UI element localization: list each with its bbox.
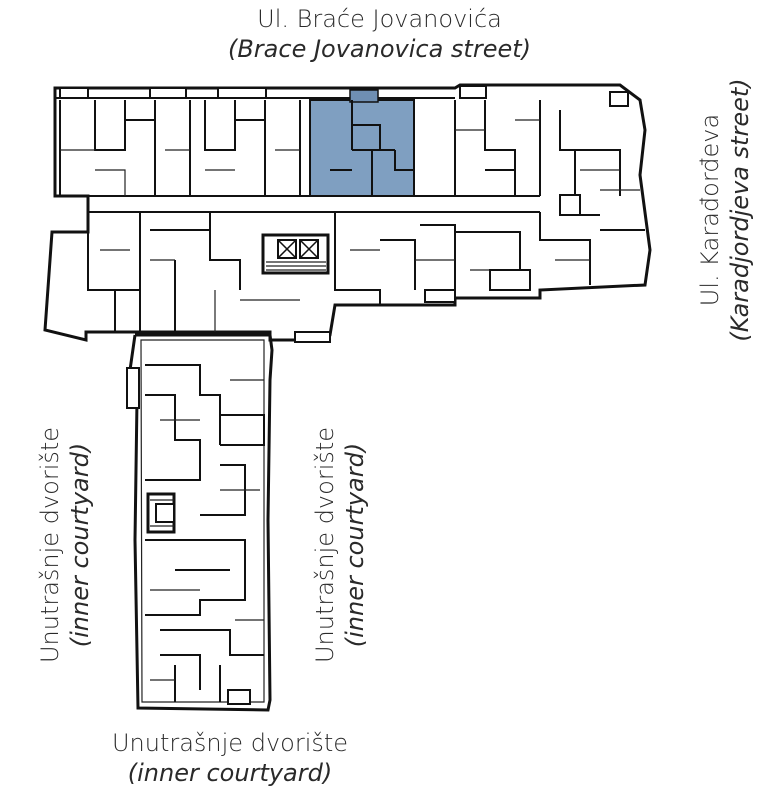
rooms-top-right bbox=[413, 85, 640, 216]
rooms-middle-band bbox=[87, 194, 645, 343]
rooms-top-left bbox=[59, 87, 301, 196]
rooms-vertical-wing bbox=[126, 364, 265, 705]
street-translation-top: (Brace Jovanovica street) bbox=[227, 35, 532, 63]
stair-core-top bbox=[261, 233, 330, 275]
highlighted-apartment[interactable] bbox=[309, 89, 415, 197]
stair-core-lower bbox=[146, 492, 176, 534]
street-name-top: Ul. Braće Jovanovića bbox=[257, 5, 502, 33]
courtyard-label-bottom: Unutrašnje dvorište (inner courtyard) bbox=[30, 728, 430, 788]
courtyard-translation-bottom: (inner courtyard) bbox=[127, 759, 333, 787]
street-label-top: Ul. Braće Jovanovića (Brace Jovanovica s… bbox=[0, 4, 759, 64]
courtyard-name-bottom: Unutrašnje dvorište bbox=[111, 729, 349, 757]
